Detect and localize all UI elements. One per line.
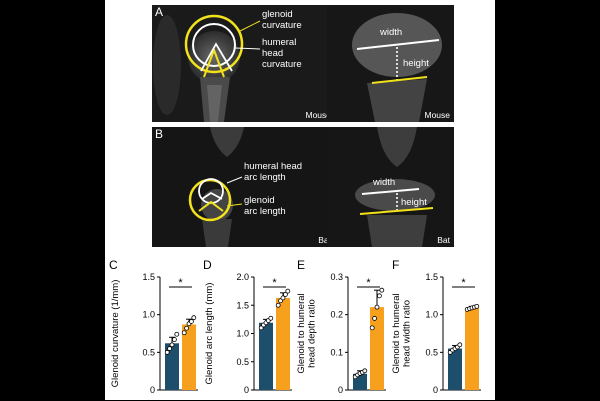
chart-c-bar-mouse xyxy=(165,343,179,390)
chart-d-y-tick-label: 0 xyxy=(244,385,249,395)
chart-d-y-tick-label: 1.0 xyxy=(236,329,249,339)
height-label-b: height xyxy=(401,197,427,208)
species-label-a-left: Mouse xyxy=(305,110,331,120)
chart-f-svg: Glenoid to humeralhead width ratio 0 0.5 1.… xyxy=(391,272,481,395)
chart-c-data-point xyxy=(191,315,197,321)
chart-d-data-point xyxy=(268,315,274,321)
chart-e-y-axis-label: Glenoid to humeralhead depth ratio xyxy=(296,293,317,373)
chart-c-data-point xyxy=(181,330,187,336)
chart-e-data-point xyxy=(372,316,377,321)
panel-letter-f: F xyxy=(392,258,400,272)
chart-e-data-point xyxy=(379,287,385,293)
chart-e-svg: Glenoid to humeralhead depth ratio 0 0.1 0.… xyxy=(296,272,386,395)
chart-d-y-tick-label: 2.0 xyxy=(236,272,249,282)
chart-c-y-axis-label: Glenoid curvature (1/mm) xyxy=(110,280,121,388)
chart-e-y-tick-label: 0 xyxy=(338,385,343,395)
humeral-head-arc-length-label: humeral head arc length xyxy=(244,161,303,183)
chart-d-y-tick-label: 0.5 xyxy=(236,357,249,367)
chart-d-y-axis-label: Glenoid arc length (mm) xyxy=(204,283,215,385)
chart-d-svg: Glenoid arc length (mm) 0 0.5 1.0 1.5 2.0 * xyxy=(204,272,292,395)
mouse-shoulder-ct-image xyxy=(152,5,335,122)
humeral-head-curvature-label: humeral head curvature xyxy=(262,37,302,70)
chart-c-y-tick-label: 1.0 xyxy=(142,310,155,320)
chart-c-svg: Glenoid curvature (1/mm) 0 0.5 1.0 1.5 * xyxy=(110,272,198,395)
chart-e: E Glenoid to humeralhead depth ratio 0 0.1… xyxy=(295,256,391,396)
chart-e-y-tick-label: 0.3 xyxy=(330,272,343,282)
chart-d-y-axis-label-line: Glenoid arc length (mm) xyxy=(204,283,215,385)
panel-b-bat-ct: B humeral head arc length glenoid arc le… xyxy=(152,127,335,247)
chart-f-y-axis-label-line: head width ratio xyxy=(402,300,413,367)
chart-f-data-point xyxy=(457,342,463,348)
panel-letter-a: A xyxy=(155,5,164,19)
chart-d-bar-mouse xyxy=(259,322,273,390)
chart-c-data-point xyxy=(172,337,177,342)
figure-sheet: A glenoid curvature humeral head curvatu… xyxy=(105,0,495,400)
chart-f-y-axis-label-line: Glenoid to humeral xyxy=(391,293,402,373)
species-label-b-left: Bat xyxy=(318,235,331,245)
chart-e-significance-star: * xyxy=(366,277,371,289)
chart-c-data-point xyxy=(184,325,189,331)
chart-f: F Glenoid to humeralhead width ratio 0 0.5… xyxy=(390,256,495,396)
chart-c-data-point xyxy=(167,346,172,351)
species-label-b-right: Bat xyxy=(437,235,450,245)
chart-f-bar-mouse xyxy=(448,348,462,390)
chart-d-data-point xyxy=(280,295,286,301)
chart-c-significance-star: * xyxy=(178,277,183,289)
chart-e-y-tick-label: 0.2 xyxy=(330,310,343,320)
panel-letter-b: B xyxy=(155,127,164,141)
chart-e-data-point xyxy=(377,293,382,299)
chart-d-bar-bat xyxy=(276,297,290,390)
chart-c-y-tick-label: 0.5 xyxy=(142,347,155,357)
chart-c-y-tick-label: 0 xyxy=(150,385,155,395)
chart-c-data-point xyxy=(174,331,180,337)
chart-d-significance-star: * xyxy=(272,277,277,289)
chart-f-y-tick-label: 0 xyxy=(433,385,438,395)
chart-e-bar-bat xyxy=(370,307,384,390)
width-label-a: width xyxy=(380,27,403,38)
chart-e-y-axis-label-line: head depth ratio xyxy=(307,299,318,368)
chart-d: D Glenoid arc length (mm) 0 0.5 1.0 1.5 2.0 * xyxy=(201,256,297,396)
chart-d-data-point xyxy=(275,302,281,308)
panel-letter-e: E xyxy=(297,258,306,272)
bat-shoulder-ct-image xyxy=(152,127,335,247)
bat-glenoid-zoom-image xyxy=(327,127,454,247)
chart-c-y-axis-label-line: Glenoid curvature (1/mm) xyxy=(110,280,121,388)
chart-c-data-point xyxy=(164,349,170,355)
panel-letter-d: D xyxy=(203,258,212,272)
chart-e-data-point xyxy=(369,325,375,331)
panel-a-mouse-ct-zoom: width height Mouse xyxy=(327,5,454,122)
panel-b-bat-ct-zoom: width height Bat xyxy=(327,127,454,247)
chart-c-data-point xyxy=(189,319,194,324)
chart-f-y-axis-label: Glenoid to humeralhead width ratio xyxy=(391,293,412,373)
chart-f-y-tick-label: 0.5 xyxy=(425,347,438,357)
chart-f-data-point xyxy=(474,303,480,309)
panel-letter-c: C xyxy=(109,258,118,272)
mouse-glenoid-zoom-image xyxy=(327,5,454,122)
glenoid-curvature-label: glenoid curvature xyxy=(262,9,302,31)
chart-d-y-tick-label: 1.5 xyxy=(236,300,249,310)
chart-f-y-tick-label: 1.0 xyxy=(425,310,438,320)
chart-c-data-point xyxy=(169,342,175,348)
chart-c-bar-bat xyxy=(182,324,196,390)
chart-c: C Glenoid curvature (1/mm) 0 0.5 1.0 1.5 * xyxy=(107,256,203,396)
panel-a-mouse-ct: A glenoid curvature humeral head curvatu… xyxy=(152,5,335,122)
chart-f-y-tick-label: 1.5 xyxy=(425,272,438,282)
chart-d-data-point xyxy=(285,288,291,294)
chart-e-y-axis-label-line: Glenoid to humeral xyxy=(296,293,307,373)
chart-f-bar-bat xyxy=(465,307,479,390)
chart-f-significance-star: * xyxy=(461,277,466,289)
chart-e-data-point xyxy=(374,304,380,310)
chart-e-y-tick-label: 0.1 xyxy=(330,347,343,357)
chart-d-data-point xyxy=(283,292,288,297)
glenoid-arc-length-label: glenoid arc length xyxy=(244,195,286,217)
height-label-a: height xyxy=(403,58,429,69)
chart-e-data-point xyxy=(362,368,368,374)
width-label-b: width xyxy=(373,177,396,188)
chart-c-y-tick-label: 1.5 xyxy=(142,272,155,282)
species-label-a-right: Mouse xyxy=(424,110,450,120)
